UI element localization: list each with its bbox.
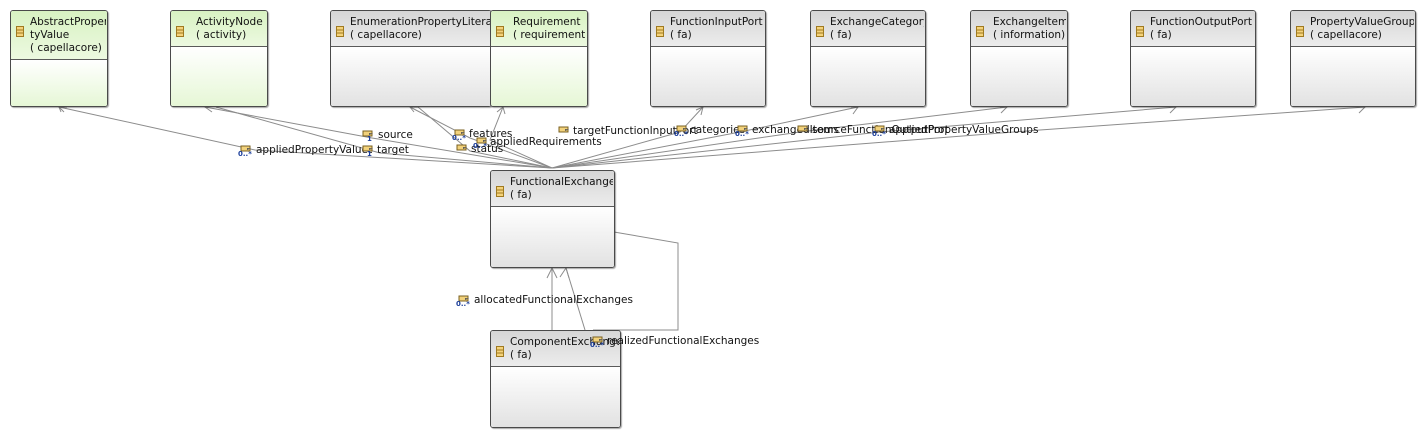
edge-appliedPropertyValueGroups [551, 106, 1366, 169]
reference-icon [458, 295, 469, 302]
reference-label-target: target [377, 144, 409, 156]
class-package: ( fa) [830, 29, 852, 41]
edge-realizedFunctionalExchanges-loop [593, 231, 679, 331]
class-package: ( information) [993, 29, 1066, 41]
class-name: FunctionOutputPort [1150, 16, 1252, 28]
edge-targetFunctionInputPort [551, 106, 704, 169]
multiplicity-label: 0..* [590, 341, 604, 349]
edge-status [417, 106, 553, 169]
class-icon [496, 186, 504, 197]
class-requirement[interactable]: Requirement( requirement) [490, 10, 588, 107]
reference-icon [476, 137, 487, 144]
class-enumeration-property-literal[interactable]: EnumerationPropertyLiteral( capellacore) [330, 10, 492, 107]
reference-icon [797, 125, 808, 132]
reference-label-source: source [378, 129, 413, 141]
class-name: ActivityNode [196, 16, 263, 28]
class-package: ( capellacore) [30, 42, 102, 54]
class-name: ExchangeItem [993, 16, 1066, 28]
edge-target [215, 106, 553, 169]
edge-appliedPropertyValues [58, 106, 553, 169]
class-package: ( activity) [196, 29, 247, 41]
class-name: EnumerationPropertyLiteral [350, 16, 490, 28]
reference-icon [362, 145, 373, 152]
class-name-cont: tyValue [30, 29, 70, 41]
edge-categories [551, 106, 859, 169]
reference-label-exchangedItems: exchangedItems [752, 124, 839, 136]
class-icon [976, 26, 984, 37]
class-package: ( fa) [1150, 29, 1172, 41]
reference-icon [240, 145, 251, 152]
class-functional-exchange[interactable]: FunctionalExchange( fa) [490, 170, 615, 268]
class-package: ( capellacore) [1310, 29, 1382, 41]
class-package: ( fa) [510, 189, 532, 201]
class-icon [816, 26, 824, 37]
class-property-value-group[interactable]: PropertyValueGroup( capellacore) [1290, 10, 1416, 107]
class-name: FunctionalExchange [510, 176, 613, 188]
class-icon [1296, 26, 1304, 37]
class-package: ( capellacore) [350, 29, 422, 41]
multiplicity-label: 0..* [735, 130, 749, 138]
class-function-input-port[interactable]: FunctionInputPort( fa) [650, 10, 766, 107]
reference-label-allocatedFunctionalExchanges: allocatedFunctionalExchanges [474, 294, 633, 306]
reference-icon [592, 336, 603, 343]
multiplicity-label: 1 [367, 135, 372, 143]
class-name: Requirement [513, 16, 581, 28]
edge-appliedRequirements [489, 106, 553, 169]
reference-icon [558, 126, 569, 133]
reference-label-targetFunctionInputPort: targetFunctionInputPort [573, 125, 698, 137]
class-function-output-port[interactable]: FunctionOutputPort( fa) [1130, 10, 1256, 107]
class-icon [336, 26, 344, 37]
class-icon [16, 26, 24, 37]
reference-label-categories: categories [690, 124, 746, 136]
reference-label-appliedRequirements: appliedRequirements [490, 136, 602, 148]
edge-exchangedItems [551, 106, 1008, 169]
edge-realizedFunctionalExchanges [565, 267, 586, 331]
class-name: ComponentExchange [510, 336, 619, 348]
reference-icon [874, 125, 885, 132]
reference-label-realizedFunctionalExchanges: realizedFunctionalExchanges [607, 335, 760, 347]
class-icon [656, 26, 664, 37]
reference-label-status: status [471, 143, 504, 155]
reference-icon [456, 144, 467, 151]
edge-source [204, 106, 553, 169]
class-package: ( fa) [510, 349, 532, 361]
class-exchange-category[interactable]: ExchangeCategory( fa) [810, 10, 926, 107]
class-package: ( fa) [670, 29, 692, 41]
class-name: FunctionInputPort [670, 16, 763, 28]
multiplicity-label: 0..* [456, 300, 470, 308]
reference-label-appliedPropertyValueGroups: appliedPropertyValueGroups [889, 124, 1039, 136]
reference-icon [362, 130, 373, 137]
class-icon [496, 346, 504, 357]
class-name: ExchangeCategory [830, 16, 924, 28]
class-exchange-item[interactable]: ExchangeItem( information) [970, 10, 1068, 107]
multiplicity-label: 0..* [473, 142, 487, 150]
reference-label-appliedPropertyValues: appliedPropertyValues [256, 144, 372, 156]
class-name: PropertyValueGroup [1310, 16, 1414, 28]
class-activity-node[interactable]: ActivityNode( activity) [170, 10, 268, 107]
multiplicity-label: 0..* [674, 130, 688, 138]
reference-label-features: features [469, 128, 513, 140]
multiplicity-label: 0..* [872, 130, 886, 138]
class-icon [176, 26, 184, 37]
reference-icon [737, 125, 748, 132]
class-icon [496, 26, 504, 37]
reference-icon [454, 129, 465, 136]
edge-sourceFunctionOutputPort [551, 106, 1177, 169]
multiplicity-label: 0..* [452, 134, 466, 142]
multiplicity-label: 0..* [238, 150, 252, 158]
reference-icon [676, 125, 687, 132]
multiplicity-label: 1 [367, 150, 372, 158]
class-package: ( requirement) [513, 29, 586, 41]
class-name: AbstractProper [30, 16, 106, 28]
class-icon [1136, 26, 1144, 37]
